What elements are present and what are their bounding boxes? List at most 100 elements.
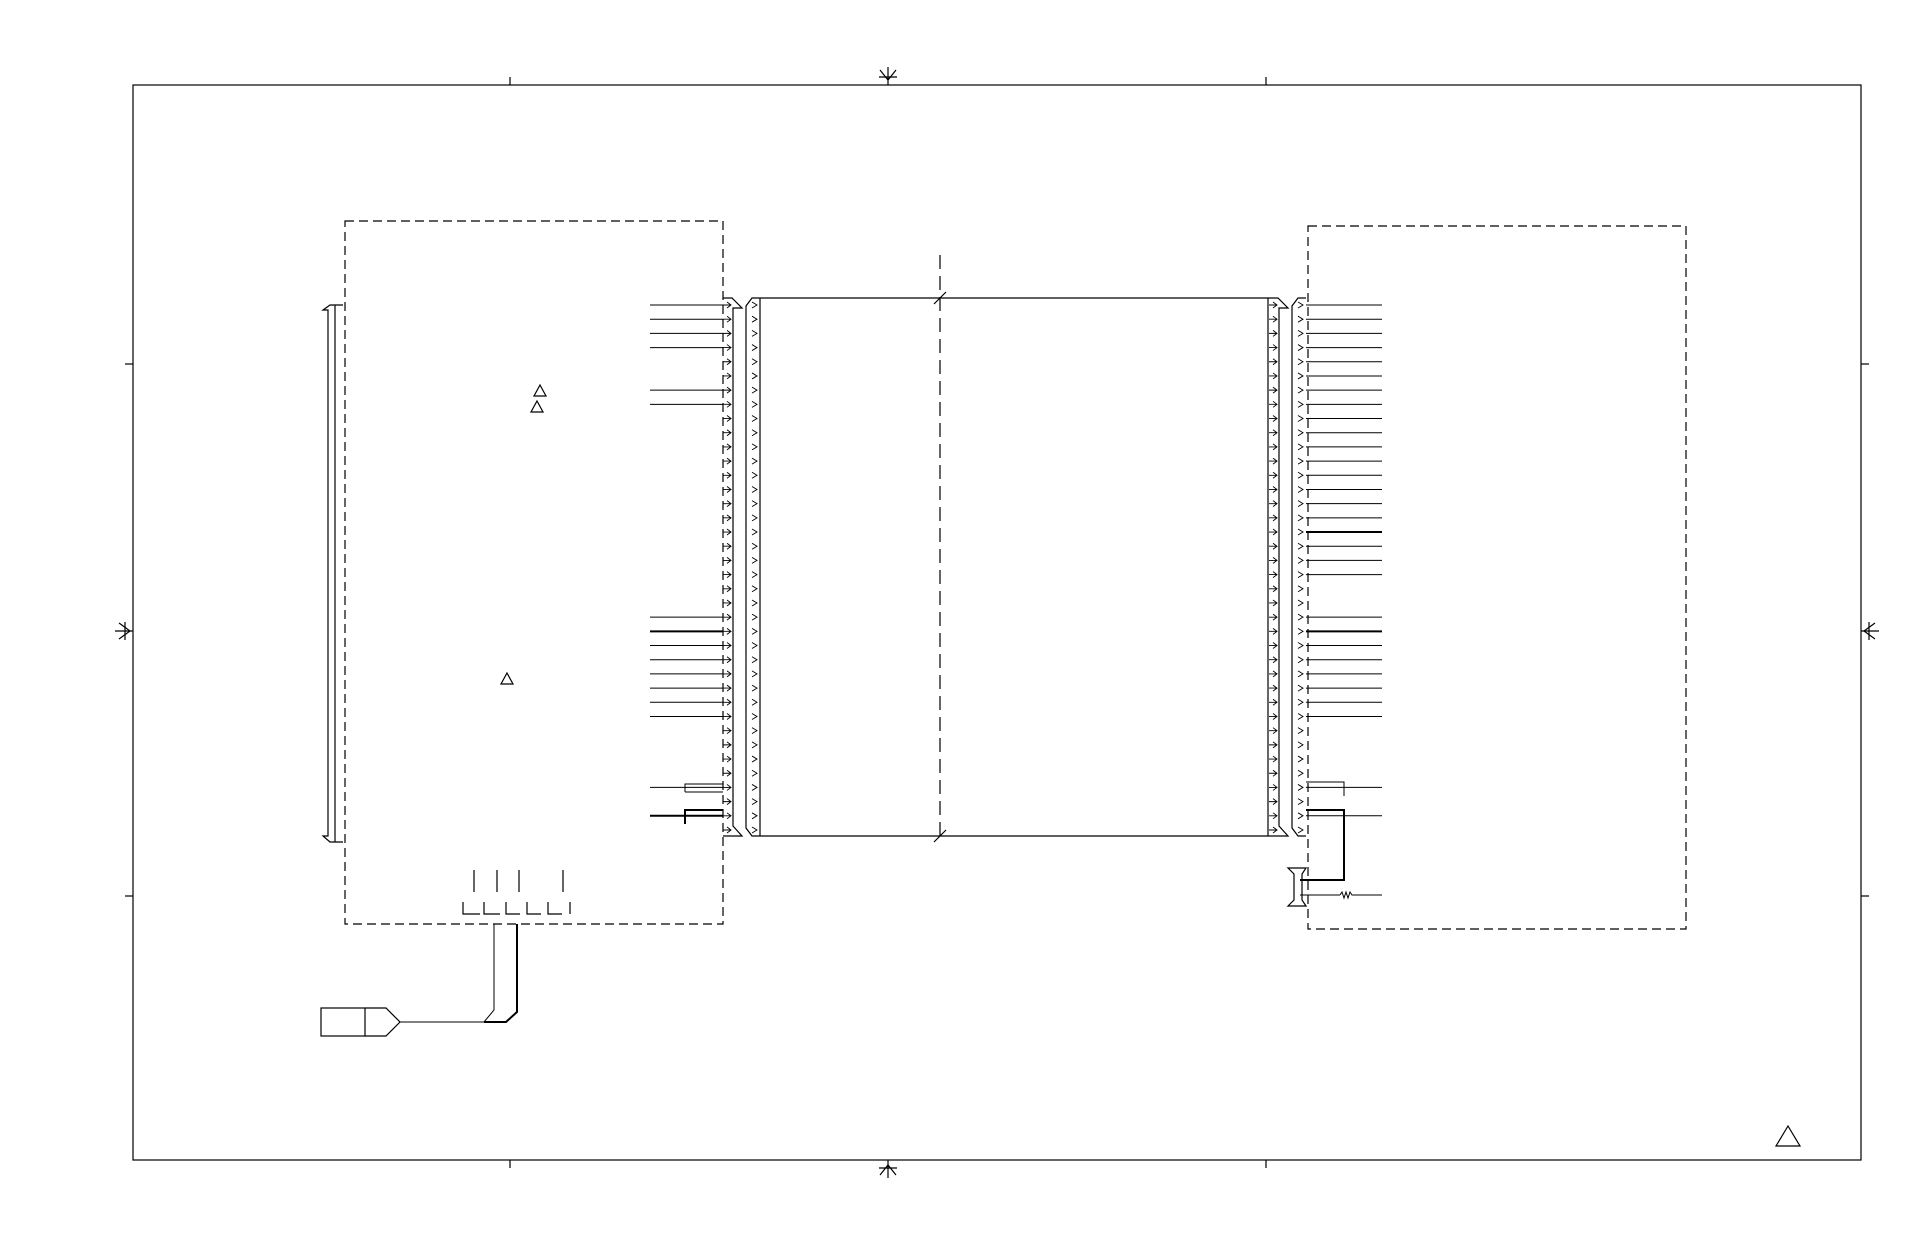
pin-chevron bbox=[751, 698, 758, 706]
pin-arrow bbox=[1269, 812, 1278, 820]
pin-chevron bbox=[751, 358, 758, 366]
pin-chevron bbox=[1297, 500, 1304, 508]
pin-chevron bbox=[1297, 301, 1304, 309]
pin-chevron bbox=[751, 684, 758, 692]
pin-chevron bbox=[751, 429, 758, 437]
pin-chevron bbox=[751, 755, 758, 763]
pin-chevron bbox=[751, 344, 758, 351]
pin-arrow bbox=[1269, 684, 1278, 692]
pin-arrow bbox=[723, 301, 732, 309]
pin-arrow bbox=[723, 500, 732, 508]
pin-arrow bbox=[1269, 585, 1278, 593]
pin-chevron bbox=[751, 500, 758, 508]
pin-arrow bbox=[1269, 443, 1278, 451]
pin-arrow bbox=[723, 627, 732, 635]
plug-connector bbox=[320, 1007, 401, 1037]
pin-arrow bbox=[723, 471, 732, 479]
pin-chevron bbox=[751, 372, 758, 380]
pin-arrow bbox=[1269, 713, 1278, 720]
bottom-arrow-marker bbox=[879, 1160, 897, 1178]
pin-chevron bbox=[1297, 358, 1304, 366]
pin-arrow bbox=[723, 599, 732, 607]
pin-arrow bbox=[723, 812, 732, 820]
pin-chevron bbox=[1297, 585, 1304, 593]
pin-chevron bbox=[751, 301, 758, 309]
pin-chevron bbox=[751, 514, 758, 522]
pin-chevron bbox=[1297, 713, 1304, 720]
pin-chevron bbox=[1297, 528, 1304, 536]
pin-chevron bbox=[1297, 571, 1304, 578]
pin-arrow bbox=[1269, 528, 1278, 536]
pin-arrow bbox=[1269, 613, 1278, 621]
pin-arrow bbox=[1269, 727, 1278, 735]
pin-arrow bbox=[723, 741, 732, 749]
pin-arrow bbox=[1269, 798, 1278, 805]
pin-chevron bbox=[751, 471, 758, 479]
pin-arrow bbox=[723, 642, 732, 649]
pin-arrow bbox=[723, 670, 732, 678]
pin-arrow bbox=[1269, 784, 1278, 791]
pin-chevron bbox=[1297, 329, 1304, 337]
right-signal-lines bbox=[1306, 304, 1382, 817]
pin-arrow bbox=[723, 358, 732, 366]
pin-arrow bbox=[723, 755, 732, 763]
pin-chevron bbox=[751, 443, 758, 451]
pin-arrow bbox=[723, 528, 732, 536]
pin-chevron bbox=[1297, 684, 1304, 692]
pin-arrow bbox=[1269, 741, 1278, 749]
right-lower-wiring bbox=[1286, 781, 1382, 907]
left-unit-box bbox=[344, 220, 724, 925]
pin-arrow bbox=[723, 684, 732, 692]
resistor-icon bbox=[1339, 890, 1382, 900]
pin-arrow bbox=[723, 571, 732, 578]
pin-arrow bbox=[723, 315, 732, 323]
pin-chevron bbox=[751, 812, 758, 820]
pin-chevron bbox=[1297, 755, 1304, 763]
pin-arrow bbox=[723, 826, 732, 834]
pin-chevron bbox=[1297, 429, 1304, 437]
pin-arrow bbox=[723, 713, 732, 720]
left-arrow-marker bbox=[115, 622, 133, 640]
warning-triangle-icon bbox=[529, 399, 545, 413]
pin-arrow bbox=[1269, 301, 1278, 309]
pin-arrow bbox=[1269, 514, 1278, 522]
pin-chevron bbox=[1297, 542, 1304, 550]
pin-arrow bbox=[1269, 826, 1278, 834]
pin-arrow bbox=[1269, 358, 1278, 366]
pin-arrow bbox=[723, 613, 732, 621]
pin-chevron bbox=[751, 798, 758, 806]
pin-chevron bbox=[1297, 514, 1304, 522]
right-connector bbox=[1267, 297, 1306, 837]
drawing-border bbox=[132, 84, 1862, 1161]
pin-arrow bbox=[723, 486, 732, 493]
border-ticks bbox=[125, 77, 1869, 1168]
pin-arrow bbox=[1269, 400, 1278, 408]
pin-chevron bbox=[751, 400, 758, 408]
pin-arrow bbox=[1269, 344, 1278, 351]
pin-arrow bbox=[1269, 542, 1278, 550]
pin-arrow bbox=[723, 330, 732, 337]
pin-arrow bbox=[1269, 415, 1278, 422]
pin-chevron bbox=[751, 727, 758, 735]
pin-arrow bbox=[1269, 627, 1278, 635]
right-arrow-marker bbox=[1861, 622, 1879, 640]
pin-chevron bbox=[1297, 344, 1304, 351]
pin-arrow bbox=[723, 698, 732, 706]
pin-chevron bbox=[751, 528, 758, 536]
pin-arrow bbox=[1269, 372, 1278, 380]
pin-chevron bbox=[751, 486, 758, 493]
pin-arrow bbox=[1269, 656, 1278, 664]
pin-arrow bbox=[723, 784, 732, 791]
left-bracket bbox=[321, 304, 343, 843]
pin-chevron bbox=[751, 571, 758, 578]
pin-chevron bbox=[1297, 443, 1304, 451]
pin-arrow bbox=[723, 457, 732, 465]
pin-chevron bbox=[1297, 599, 1304, 607]
pin-chevron bbox=[1297, 415, 1304, 422]
pin-chevron bbox=[1297, 784, 1304, 791]
pin-arrow bbox=[1269, 500, 1278, 508]
warning-triangle-icon bbox=[499, 671, 515, 685]
pin-chevron bbox=[1297, 557, 1304, 564]
connector-pins bbox=[723, 301, 1304, 834]
pin-chevron bbox=[1297, 670, 1304, 678]
